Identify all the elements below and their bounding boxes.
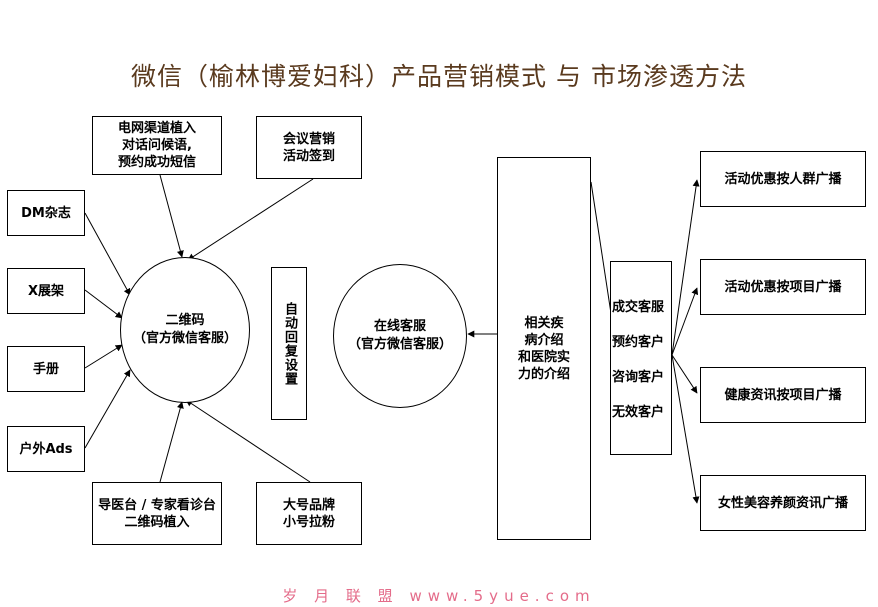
source-outdoor-ads-label: 户外Ads [19, 441, 73, 457]
source-x-stand-label: X展架 [27, 283, 65, 299]
source-meeting-marketing: 会议营销 活动签到 [256, 116, 362, 179]
arrow-customers-to-broadcast-1 [671, 179, 700, 356]
source-brand-fans: 大号品牌 小号拉粉 [256, 482, 362, 545]
watermark-footer: 岁 月 联 盟 www.5yue.com [282, 587, 596, 605]
intro-box-label: 相关疾 病介绍 和医院实 力的介绍 [517, 315, 570, 382]
arrow-customers-to-broadcast-2 [671, 287, 699, 356]
broadcast-health-info: 健康资讯按项目广播 [700, 367, 866, 423]
source-x-stand: X展架 [7, 268, 85, 314]
source-booklet-label: 手册 [32, 361, 59, 377]
arrow-meeting-to-qrcode [187, 178, 314, 261]
broadcast-health-info-label: 健康资讯按项目广播 [724, 387, 842, 403]
broadcast-beauty-info: 女性美容养颜资讯广播 [700, 475, 866, 531]
arrow-booklet-to-qrcode [84, 344, 123, 369]
broadcast-beauty-info-label: 女性美容养颜资讯广播 [717, 495, 848, 511]
source-meeting-marketing-label: 会议营销 活动签到 [282, 131, 335, 164]
arrow-dm-to-qrcode [84, 212, 131, 296]
arrow-channel-to-qrcode [159, 174, 184, 258]
customer-type-deal: 成交客服 [612, 300, 665, 315]
broadcast-by-project-label: 活动优惠按项目广播 [724, 279, 842, 295]
broadcast-by-crowd-label: 活动优惠按人群广播 [724, 171, 842, 187]
source-online-channel-label: 电网渠道植入 对话问候语, 预约成功短信 [117, 121, 196, 170]
arrow-guide-desk-to-qrcode [159, 401, 184, 483]
online-service-node: 在线客服 （官方微信客服） [333, 264, 467, 408]
customer-types-box [610, 261, 672, 455]
auto-reply-box: 自动回复设置 [271, 267, 307, 420]
source-guide-desk: 导医台 / 专家看诊台 二维码植入 [92, 482, 222, 545]
intro-box: 相关疾 病介绍 和医院实 力的介绍 [497, 157, 591, 540]
arrow-brand-to-qrcode [185, 399, 311, 483]
source-dm-magazine: DM杂志 [7, 190, 85, 236]
arrow-outdoor-to-qrcode [84, 369, 131, 449]
line-intro-to-customers [590, 181, 613, 321]
customer-type-consult: 咨询客户 [612, 370, 665, 385]
customer-type-invalid: 无效客户 [612, 405, 665, 420]
broadcast-by-project: 活动优惠按项目广播 [700, 259, 866, 315]
arrow-customers-to-broadcast-4 [671, 354, 700, 504]
source-dm-magazine-label: DM杂志 [21, 205, 71, 221]
qrcode-node-label: 二维码 （官方微信客服） [132, 313, 237, 346]
arrow-xstand-to-qrcode [84, 289, 123, 319]
source-online-channel: 电网渠道植入 对话问候语, 预约成功短信 [92, 116, 222, 175]
diagram-title: 微信（榆林博爱妇科）产品营销模式 与 市场渗透方法 [131, 62, 747, 91]
qrcode-node: 二维码 （官方微信客服） [120, 257, 250, 403]
online-service-label: 在线客服 （官方微信客服） [347, 319, 452, 352]
source-outdoor-ads: 户外Ads [7, 426, 85, 472]
source-brand-fans-label: 大号品牌 小号拉粉 [282, 497, 335, 530]
customer-type-appointment: 预约客户 [612, 335, 665, 350]
source-booklet: 手册 [7, 346, 85, 392]
source-guide-desk-label: 导医台 / 专家看诊台 二维码植入 [98, 497, 216, 530]
auto-reply-label: 自动回复设置 [282, 301, 297, 386]
arrow-customers-to-broadcast-3 [671, 354, 698, 394]
broadcast-by-crowd: 活动优惠按人群广播 [700, 151, 866, 207]
